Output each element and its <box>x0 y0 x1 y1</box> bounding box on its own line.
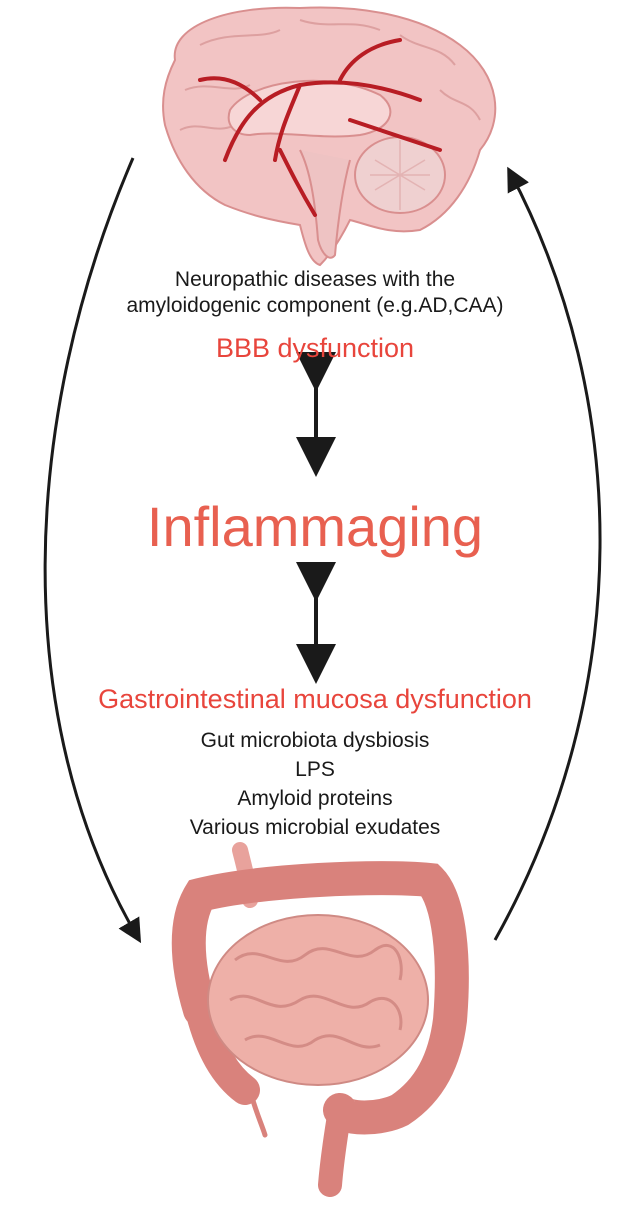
brain-illustration <box>162 6 497 267</box>
inflammaging-label: Inflammaging <box>146 495 484 558</box>
brain-caption: Neuropathic diseases with the amyloidoge… <box>0 267 630 319</box>
intestine-illustration <box>171 842 469 1197</box>
brain-caption-line1: Neuropathic diseases with the <box>174 268 456 291</box>
gut-factor-item: Amyloid proteins <box>237 787 393 810</box>
gut-factor-item: Gut microbiota dysbiosis <box>200 729 430 752</box>
arrow-brain-to-gut <box>43 157 142 944</box>
arrow-gut-to-brain <box>493 166 602 941</box>
gut-factor-list: Gut microbiota dysbiosis LPS Amyloid pro… <box>0 726 630 842</box>
gi-dysfunction-label: Gastrointestinal mucosa dysfunction <box>98 684 532 714</box>
gut-factor-item: Various microbial exudates <box>189 816 441 839</box>
brain-caption-line2: amyloidogenic component (e.g.AD,CAA) <box>126 294 504 317</box>
gut-factor-item: LPS <box>295 758 335 781</box>
bbb-dysfunction-label: BBB dysfunction <box>215 333 415 363</box>
